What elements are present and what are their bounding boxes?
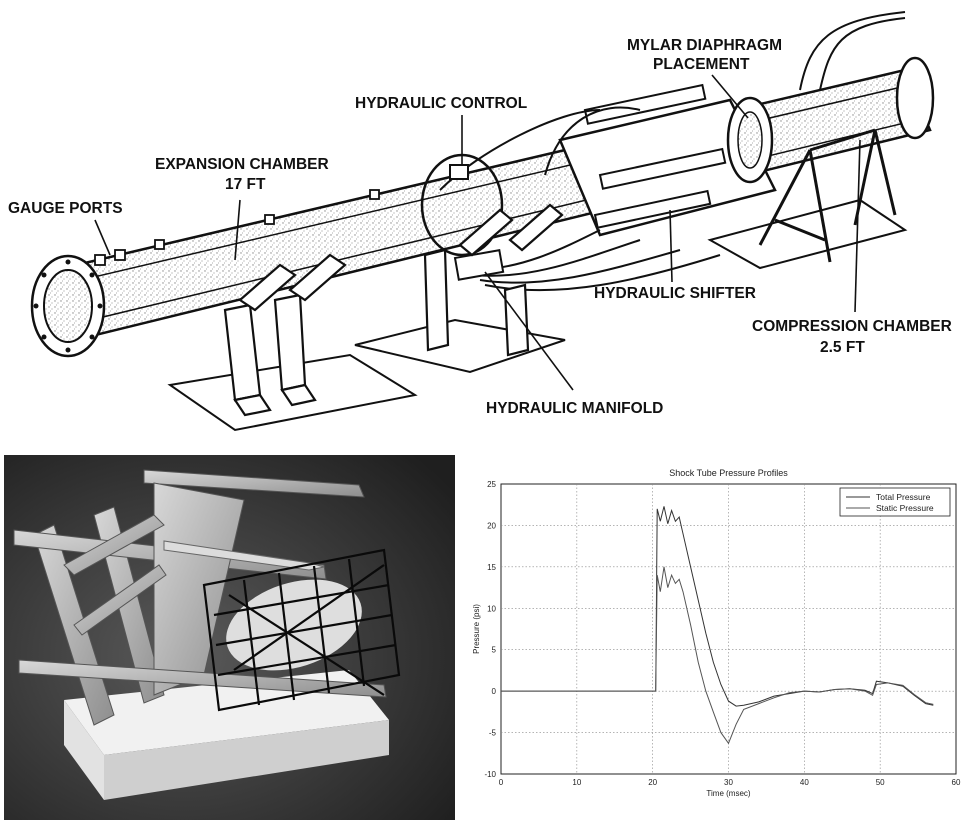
legend-label-total: Total Pressure (876, 492, 931, 502)
label-expansion-chamber: EXPANSION CHAMBER (155, 156, 329, 173)
photo-net (202, 548, 401, 712)
label-hydraulic-shifter: HYDRAULIC SHIFTER (594, 285, 756, 302)
label-hydraulic-manifold: HYDRAULIC MANIFOLD (486, 400, 663, 417)
shock-tube-diagram: GAUGE PORTS EXPANSION CHAMBER 17 FT HYDR… (8, 11, 952, 432)
x-axis-label: Time (msec) (706, 789, 750, 798)
x-tick-label: 40 (800, 778, 809, 787)
chart-ticks: 0 10 20 30 40 50 60 -10 -5 0 5 10 15 20 25 (484, 480, 961, 787)
x-tick-label: 10 (572, 778, 581, 787)
photo-base-front (104, 720, 389, 800)
flange-bolts (33, 259, 103, 353)
legend-box (839, 487, 951, 517)
expansion-stand-legs (223, 253, 347, 417)
y-axis-label: Pressure (psi) (472, 604, 481, 654)
label-gauge-ports: GAUGE PORTS (8, 200, 123, 217)
y-tick-label: -5 (489, 729, 497, 738)
chart-grid (501, 484, 956, 774)
x-tick-label: 30 (724, 778, 733, 787)
y-tick-label: 25 (487, 480, 496, 489)
hydraulic-shifter-cylinders (583, 83, 727, 229)
photo-frame (13, 469, 387, 726)
y-tick-label: 5 (492, 646, 497, 655)
manifold-stand-base (354, 318, 566, 374)
x-tick-label: 50 (876, 778, 885, 787)
label-mylar-diaphragm: MYLAR DIAPHRAGM (627, 37, 782, 54)
chart-legend: Total Pressure Static Pressure (839, 487, 951, 517)
y-tick-label: 10 (487, 604, 496, 613)
hydraulic-control-valve (449, 164, 469, 180)
legend-label-static: Static Pressure (876, 503, 934, 513)
series-line-0 (501, 506, 934, 707)
hydraulic-manifold-block (453, 249, 505, 281)
compression-stand-legs (758, 128, 897, 263)
chart-title: Shock Tube Pressure Profiles (669, 468, 788, 478)
label-hydraulic-control: HYDRAULIC CONTROL (355, 95, 527, 112)
callout-leaders (94, 74, 861, 391)
series-line-1 (501, 566, 934, 745)
x-tick-label: 0 (499, 778, 504, 787)
label-expansion-length: 17 FT (225, 176, 266, 193)
label-compression-length: 2.5 FT (820, 339, 865, 356)
specimen-holder-photo (4, 455, 455, 820)
photo-pointed-rod (163, 540, 325, 571)
x-tick-label: 60 (952, 778, 961, 787)
compression-end-flange (895, 56, 935, 140)
y-tick-label: -10 (484, 770, 496, 779)
label-compression-chamber: COMPRESSION CHAMBER (752, 318, 952, 335)
photo-specimen (226, 579, 362, 671)
label-mylar-placement: PLACEMENT (653, 56, 750, 73)
x-tick-label: 20 (648, 778, 657, 787)
chart-series (501, 506, 934, 745)
gauge-ports (94, 189, 380, 266)
y-tick-label: 0 (492, 687, 497, 696)
y-tick-label: 15 (487, 563, 496, 572)
manifold-stand-legs (423, 203, 564, 357)
y-tick-label: 20 (487, 521, 496, 530)
